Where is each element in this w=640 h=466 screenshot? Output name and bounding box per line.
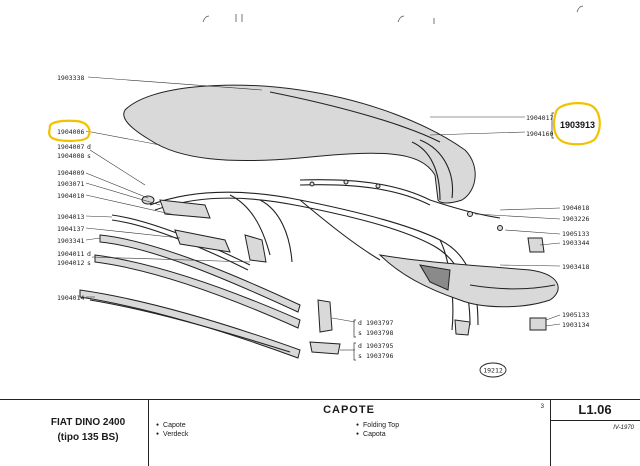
label-1905133-b: 1905133 (562, 311, 589, 319)
suffix-s-1: s (87, 152, 91, 160)
label-1903796: 1903796 (366, 352, 393, 360)
suffix-d-2: d (87, 250, 91, 258)
label-1904006: 1904006 (57, 128, 84, 136)
label-1903344: 1903344 (562, 239, 589, 247)
lang-item: Capote (156, 421, 188, 430)
model-type: (tipo 135 BS) (57, 432, 119, 443)
lang-list-left: Capote Verdeck (156, 421, 188, 439)
page-mark: 3 (540, 404, 544, 410)
title-block: FIAT DINO 2400 (tipo 135 BS) CAPOTE Capo… (0, 399, 640, 466)
drawing-ref-badge: 19212 (479, 362, 507, 378)
label-1903418: 1903418 (562, 263, 589, 271)
label-1903341: 1903341 (57, 237, 84, 245)
scan-marks (202, 5, 584, 24)
label-1904160: 1904160 (526, 130, 553, 138)
label-1904007: 1904007 (57, 143, 84, 151)
label-1903795: 1903795 (366, 342, 393, 350)
revision-date: IV-1970 (613, 425, 634, 431)
suffix-s-2: s (87, 259, 91, 267)
label-1903226: 1903226 (562, 215, 589, 223)
lang-item: Capota (356, 430, 399, 439)
sheet-code: L1.06 (550, 400, 640, 421)
suffix-d-1: d (87, 143, 91, 151)
label-1903797: 1903797 (366, 319, 393, 327)
label-braces (353, 112, 554, 361)
title-cell: CAPOTE Capote Verdeck Folding Top Capota… (148, 400, 551, 466)
drawing-ref-text: 19212 (483, 367, 503, 375)
model-cell: FIAT DINO 2400 (tipo 135 BS) (0, 400, 149, 466)
highlight-1903913 (552, 102, 601, 146)
label-1904010: 1904010 (57, 192, 84, 200)
label-1904014: 1904014 (57, 294, 84, 302)
folded-rear-section (378, 254, 559, 308)
part-labels: 1903338 1904006 1904007 d 1904008 s 1904… (57, 74, 595, 360)
leader-lines (85, 76, 561, 351)
label-1905133-a: 1905133 (562, 230, 589, 238)
lang-item: Folding Top (356, 421, 399, 430)
highlight-1904006 (48, 119, 91, 142)
label-1903134: 1903134 (562, 321, 589, 329)
label-1904008: 1904008 (57, 152, 84, 160)
model-info: FIAT DINO 2400 (tipo 135 BS) (38, 415, 138, 445)
soft-top-canopy (123, 84, 476, 204)
suffix-d-3: d (358, 319, 362, 327)
lang-list-right: Folding Top Capota (356, 421, 399, 439)
label-1904017: 1904017 (526, 114, 553, 122)
label-1904009: 1904009 (57, 169, 84, 177)
label-1903338: 1903338 (57, 74, 84, 82)
label-1903913: 1903913 (560, 120, 595, 130)
label-1904011: 1904011 (57, 250, 84, 258)
model-name: FIAT DINO 2400 (50, 417, 126, 428)
sheet-cell: L1.06 IV-1970 (550, 400, 640, 466)
lang-item: Verdeck (156, 430, 188, 439)
suffix-d-4: d (358, 342, 362, 350)
section-title: CAPOTE (323, 404, 375, 416)
label-1904012: 1904012 (57, 259, 84, 267)
label-1904018: 1904018 (562, 204, 589, 212)
label-1904013: 1904013 (57, 213, 84, 221)
latch-brackets (141, 195, 547, 355)
label-1904137: 1904137 (57, 225, 84, 233)
label-1903798: 1903798 (366, 329, 393, 337)
suffix-s-4: s (358, 352, 362, 360)
label-1903071: 1903071 (57, 180, 84, 188)
suffix-s-3: s (358, 329, 362, 337)
